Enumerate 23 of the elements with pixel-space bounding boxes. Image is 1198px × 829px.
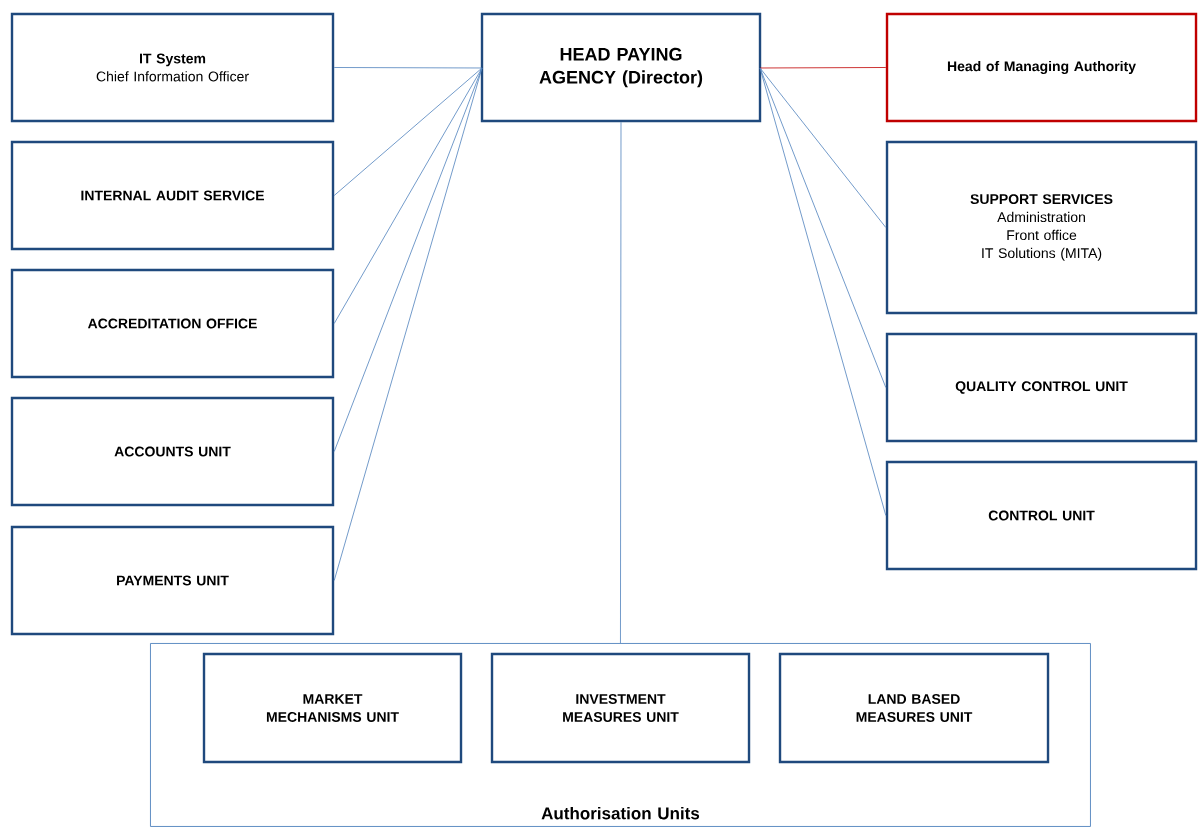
connector-line: [333, 67, 483, 69]
unit-box: IT System Chief Information Officer: [10, 12, 335, 123]
authority-box: Head of Managing Authority: [885, 12, 1198, 123]
unit-box: ACCOUNTS UNIT: [10, 396, 335, 507]
connector-line: [759, 67, 887, 228]
unit-box: PAYMENTS UNIT: [10, 525, 335, 636]
unit-box: QUALITY CONTROL UNIT: [885, 332, 1198, 443]
connector-line: [333, 67, 483, 581]
unit-box: INTERNAL AUDIT SERVICE: [10, 140, 335, 251]
unit-box: MARKET MECHANISMS UNIT: [202, 652, 463, 764]
unit-box: ACCREDITATION OFFICE: [10, 268, 335, 379]
connector-line: [620, 121, 622, 644]
connector-line: [759, 67, 887, 516]
connector-line: [759, 67, 887, 69]
unit-box: LAND BASED MEASURES UNIT: [778, 652, 1050, 764]
unit-box: INVESTMENT MEASURES UNIT: [490, 652, 751, 764]
connector-line: [333, 67, 483, 452]
connector-line: [333, 67, 483, 196]
director-box: HEAD PAYING AGENCY (Director): [480, 12, 762, 123]
connector-line: [759, 67, 887, 388]
unit-box: SUPPORT SERVICES Administration Front office IT Solutions (MITA): [885, 140, 1198, 315]
connector-line: [333, 67, 483, 324]
unit-box: CONTROL UNIT: [885, 460, 1198, 571]
